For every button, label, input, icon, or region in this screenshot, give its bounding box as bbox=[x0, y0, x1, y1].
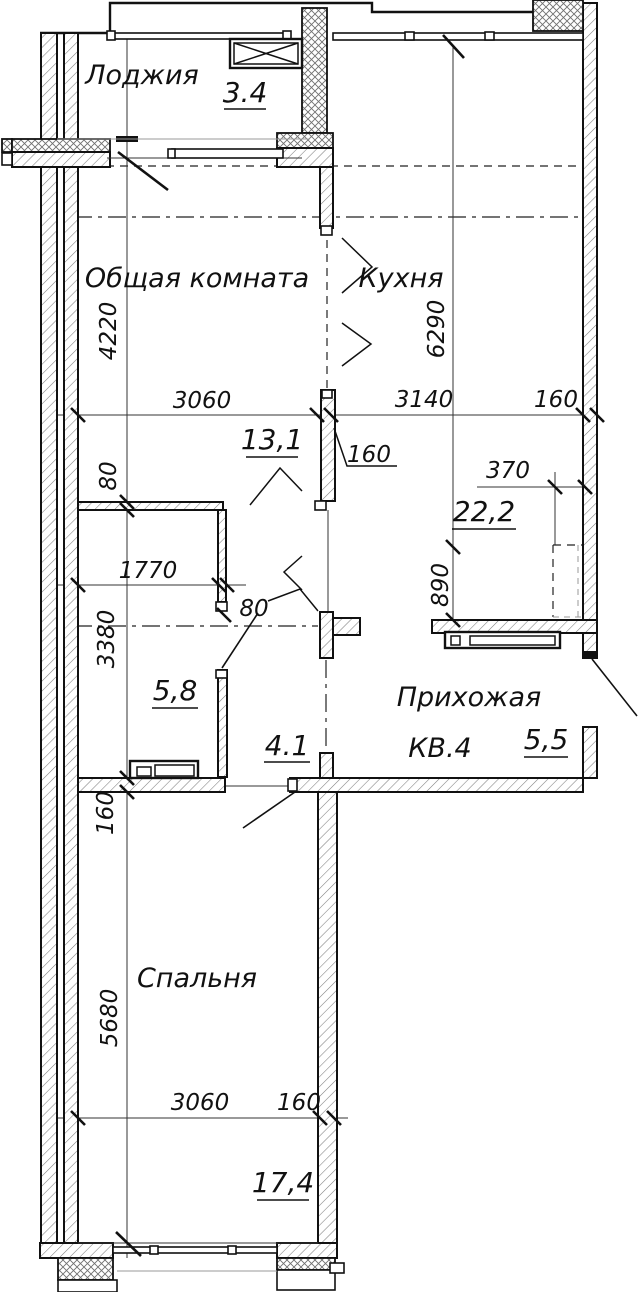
bedroom-top-wall-left bbox=[77, 777, 226, 793]
entrance-door-swing bbox=[591, 658, 638, 717]
bedroom-right-wall bbox=[317, 791, 338, 1244]
walls bbox=[1, 0, 598, 1292]
corner-block-bottom-left bbox=[57, 1257, 114, 1281]
balcony-window bbox=[171, 148, 284, 159]
loggia-slab-block-left bbox=[11, 138, 111, 153]
dim-6290: 6290 bbox=[424, 300, 450, 359]
area-kitchen: 22,2 bbox=[453, 495, 515, 528]
partition-stub-upper bbox=[319, 166, 334, 229]
dim-80-left: 80 bbox=[96, 461, 122, 490]
label-room-loggia: Лоджия bbox=[84, 60, 199, 91]
dim-890: 890 bbox=[428, 563, 454, 607]
dim-5680: 5680 bbox=[97, 989, 123, 1048]
dim-3060-top: 3060 bbox=[173, 388, 232, 414]
label-apartment: КВ.4 bbox=[408, 733, 471, 764]
storage-top-wall bbox=[77, 501, 224, 511]
loggia-right-wall bbox=[301, 7, 328, 134]
dim-3140: 3140 bbox=[395, 387, 454, 413]
dim-3380: 3380 bbox=[94, 610, 120, 669]
storage-cabinet bbox=[128, 759, 200, 780]
corridor-corner-wall-v bbox=[319, 611, 334, 659]
dim-160-bottom: 160 bbox=[277, 1090, 321, 1116]
hallway-closet bbox=[443, 630, 562, 650]
corner-block-bottom-right bbox=[276, 1257, 336, 1271]
label-room-bedroom: Спальня bbox=[137, 963, 257, 994]
area-living: 13,1 bbox=[241, 423, 303, 456]
dim-80-mid: 80 bbox=[239, 596, 268, 622]
dim-160-mid: 160 bbox=[347, 442, 391, 468]
entrance-door-hinge bbox=[584, 651, 596, 659]
labels: Лоджия 3.4 Общая комната Кухня 4220 6290… bbox=[84, 60, 578, 1201]
dimension-marks bbox=[70, 34, 605, 1257]
kitchen-window bbox=[332, 32, 584, 41]
corner-block-top-right bbox=[532, 0, 584, 32]
area-corridor: 4.1 bbox=[265, 729, 310, 762]
fixtures bbox=[128, 37, 562, 780]
label-room-kitchen: Кухня bbox=[358, 263, 443, 294]
right-wall-lower bbox=[582, 726, 598, 779]
bedroom-window bbox=[112, 1246, 278, 1254]
windows bbox=[57, 30, 584, 1272]
label-room-living: Общая комната bbox=[85, 263, 309, 294]
label-room-hallway: Прихожая bbox=[397, 682, 542, 713]
storage-door-leaf bbox=[221, 612, 259, 669]
bedroom-top-wall-right bbox=[289, 777, 584, 793]
area-bedroom: 17,4 bbox=[252, 1166, 314, 1199]
area-storage: 5,8 bbox=[153, 674, 198, 707]
partition-break-mark bbox=[341, 237, 374, 294]
outer-contour-top bbox=[108, 1, 533, 33]
storage-right-wall-lower bbox=[217, 669, 228, 778]
area-loggia: 3.4 bbox=[223, 76, 268, 109]
left-inner-wall bbox=[63, 32, 79, 1259]
left-outer-wall bbox=[40, 32, 58, 1259]
doors bbox=[221, 612, 638, 829]
right-wall-upper bbox=[582, 2, 598, 659]
dim-4220: 4220 bbox=[96, 302, 122, 361]
dim-160-top: 160 bbox=[534, 387, 578, 413]
area-hallway: 5,5 bbox=[524, 723, 569, 756]
partition-stub-middle bbox=[320, 389, 336, 502]
dim-1770: 1770 bbox=[119, 558, 178, 584]
dim-160-left: 160 bbox=[93, 791, 119, 835]
bedroom-door-swing bbox=[242, 791, 296, 829]
vent-box bbox=[228, 37, 304, 70]
dim-370: 370 bbox=[486, 458, 530, 484]
dim-3060-bottom: 3060 bbox=[171, 1090, 230, 1116]
